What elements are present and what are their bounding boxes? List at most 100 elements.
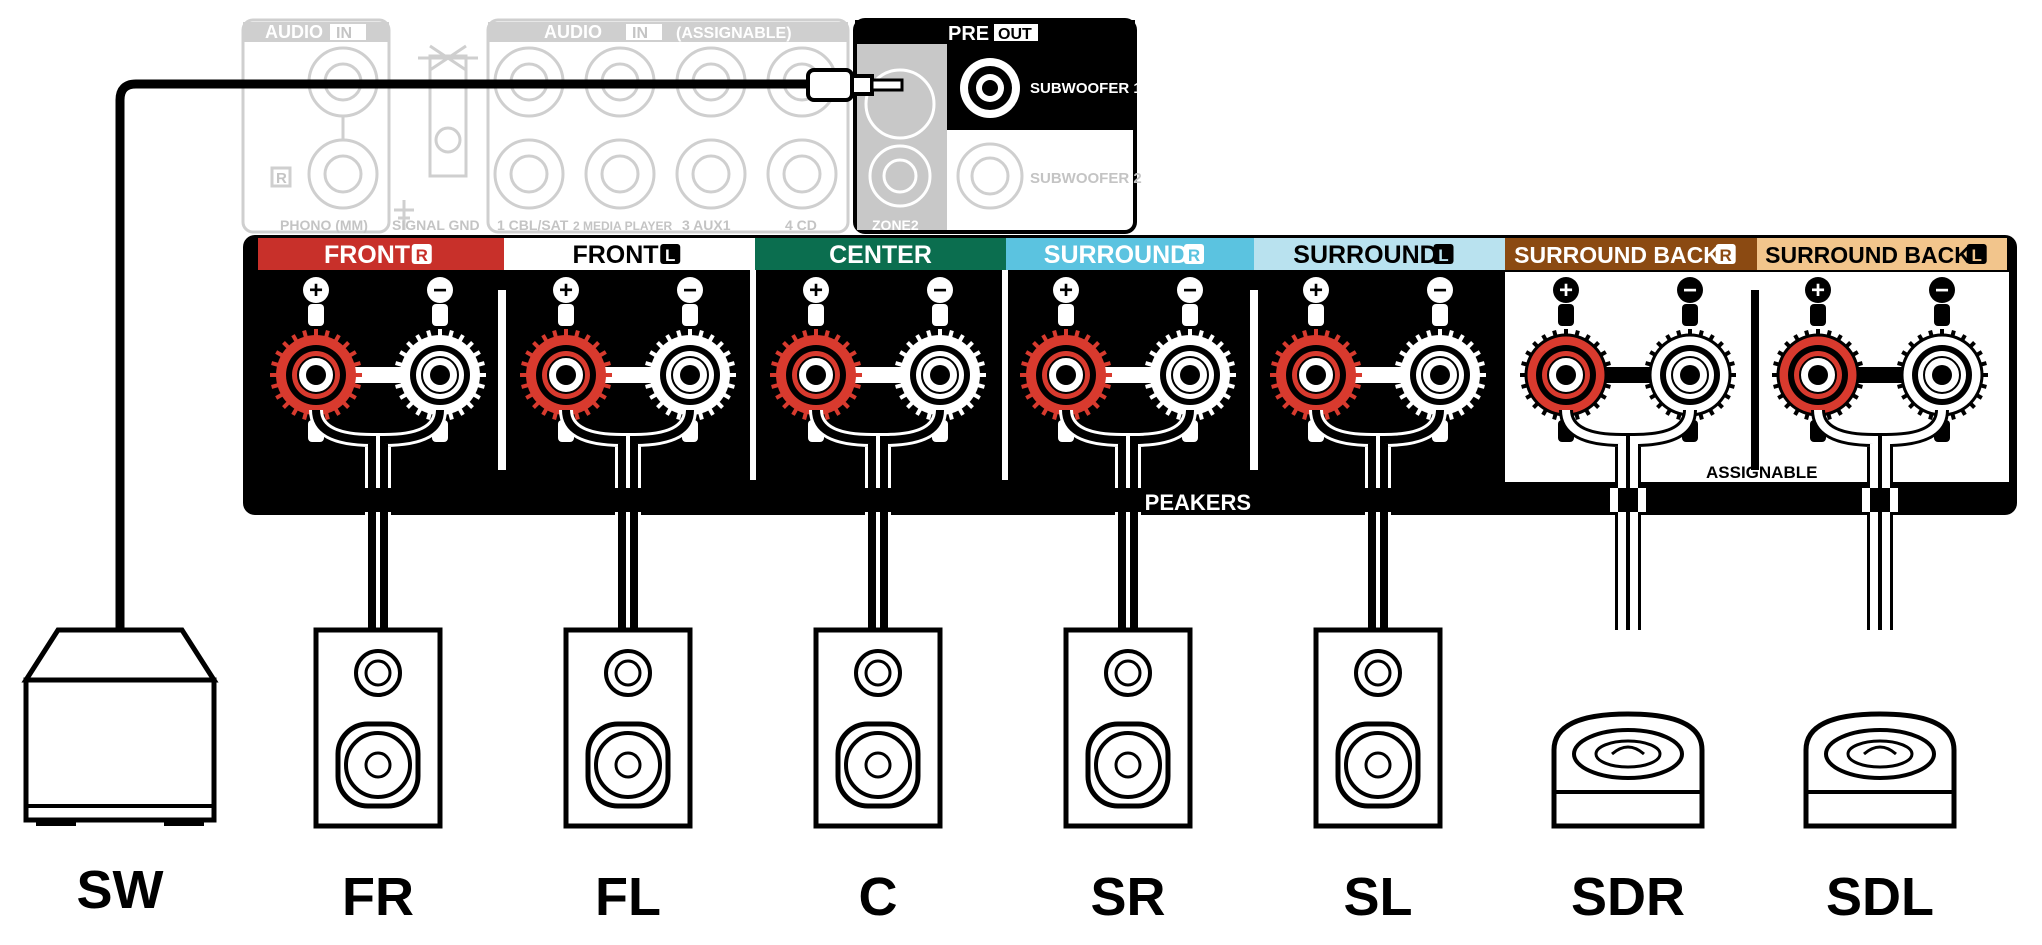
audio-in-panel: AUDIO IN R PHONO (MM) bbox=[241, 18, 391, 234]
subwoofer-icon bbox=[21, 627, 219, 826]
pre-out-panel: PRE OUT ZONE2 SUBWOOFER 1 SUBWOOFER 2 bbox=[853, 18, 1142, 234]
plus-sign: + bbox=[809, 277, 823, 304]
minus-sign: − bbox=[933, 277, 947, 304]
negative-terminal[interactable] bbox=[1394, 329, 1486, 421]
channel-badge: R bbox=[416, 246, 428, 265]
speaker-terminals: +−+−+−+−+−+−+− bbox=[270, 277, 1988, 442]
speaker-wire-6 bbox=[1811, 409, 1949, 630]
channel-badge: L bbox=[1438, 246, 1448, 265]
signal-gnd-label: SIGNAL GND bbox=[392, 217, 480, 233]
plus-sign: + bbox=[1309, 277, 1323, 304]
audio-in-label: AUDIO bbox=[265, 22, 323, 42]
speaker-label-sl: SL bbox=[1343, 867, 1412, 927]
minus-sign: − bbox=[1183, 277, 1197, 304]
phono-label: PHONO (MM) bbox=[280, 217, 368, 233]
negative-terminal[interactable] bbox=[644, 329, 736, 421]
terminal-pair-5: +− bbox=[1520, 277, 1736, 442]
terminal-pair-1: +− bbox=[520, 277, 736, 442]
channel-badge: R bbox=[1188, 246, 1200, 265]
speaker-label-fr: FR bbox=[342, 867, 414, 927]
plus-sign: + bbox=[309, 277, 323, 304]
subwoofer2-label: SUBWOOFER 2 bbox=[1030, 170, 1142, 187]
channel-label: SURROUND BACK bbox=[1765, 242, 1971, 268]
media-player-label: 2 MEDIA PLAYER bbox=[573, 219, 672, 233]
channel-label: FRONT bbox=[572, 241, 658, 269]
channel-label: SURROUND bbox=[1044, 241, 1188, 269]
speaker-wire-1 bbox=[559, 409, 697, 630]
bookshelf-speaker-icon bbox=[1313, 627, 1443, 829]
positive-terminal[interactable] bbox=[770, 329, 862, 421]
channel-header-1: FRONT L bbox=[504, 238, 755, 270]
audio-in-assignable-panel: AUDIO IN (ASSIGNABLE) 1 CBL/SAT 2 MEDIA … bbox=[486, 18, 850, 234]
positive-terminal[interactable] bbox=[1270, 329, 1362, 421]
r-marker: R bbox=[276, 170, 287, 187]
positive-terminal[interactable] bbox=[1520, 329, 1612, 421]
positive-terminal[interactable] bbox=[1020, 329, 1112, 421]
channel-badge: L bbox=[665, 246, 675, 265]
plus-sign: + bbox=[1059, 277, 1073, 304]
minus-sign: − bbox=[433, 277, 447, 304]
positive-terminal[interactable] bbox=[1772, 329, 1864, 421]
channel-header-2: CENTER bbox=[755, 238, 1006, 270]
assignable-note: (ASSIGNABLE) bbox=[676, 25, 792, 42]
channel-badge: R bbox=[1720, 246, 1732, 265]
minus-sign: − bbox=[683, 277, 697, 304]
speaker-label-sdl: SDL bbox=[1826, 867, 1934, 927]
speaker-wire-4 bbox=[1309, 409, 1447, 630]
speaker-label-sdr: SDR bbox=[1571, 867, 1685, 927]
speaker-label-sw: SW bbox=[77, 860, 164, 920]
audio-in-2-label: AUDIO bbox=[544, 22, 602, 42]
aux1-label: 3 AUX1 bbox=[682, 217, 731, 233]
assignable-label: ASSIGNABLE bbox=[1706, 463, 1817, 482]
plus-sign: + bbox=[1559, 277, 1573, 304]
speaker-wire-5 bbox=[1559, 409, 1697, 630]
negative-terminal[interactable] bbox=[1896, 329, 1988, 421]
terminal-pair-6: +− bbox=[1772, 277, 1988, 442]
speaker-icons bbox=[21, 627, 1957, 829]
terminal-pair-4: +− bbox=[1270, 277, 1486, 442]
minus-sign: − bbox=[1683, 277, 1697, 304]
plus-sign: + bbox=[559, 277, 573, 304]
negative-terminal[interactable] bbox=[394, 329, 486, 421]
speaker-wires bbox=[309, 409, 1949, 630]
minus-sign: − bbox=[1433, 277, 1447, 304]
audio-in-2-badge-bg bbox=[626, 24, 662, 40]
bookshelf-speaker-icon bbox=[313, 627, 443, 829]
speaker-label-c: C bbox=[859, 867, 898, 927]
pre-out-label: PRE bbox=[948, 23, 989, 45]
terminal-pair-2: +− bbox=[770, 277, 986, 442]
signal-gnd-terminal: SIGNAL GND bbox=[392, 44, 480, 233]
channel-label: FRONT bbox=[324, 241, 410, 269]
elevation-speaker-icon bbox=[1803, 711, 1957, 829]
audio-in-badge: IN bbox=[336, 25, 352, 42]
channel-label: SURROUND bbox=[1293, 241, 1437, 269]
speaker-wire-3 bbox=[1059, 409, 1197, 630]
audio-in-2-badge: IN bbox=[632, 25, 648, 42]
speaker-wire-2 bbox=[809, 409, 947, 630]
negative-terminal[interactable] bbox=[1144, 329, 1236, 421]
negative-terminal[interactable] bbox=[1644, 329, 1736, 421]
bookshelf-speaker-icon bbox=[563, 627, 693, 829]
speakers-label: SPEAKERS bbox=[1130, 490, 1251, 515]
terminal-pair-0: +− bbox=[270, 277, 486, 442]
minus-sign: − bbox=[1935, 277, 1949, 304]
cbl-sat-label: 1 CBL/SAT bbox=[497, 217, 569, 233]
plus-sign: + bbox=[1811, 277, 1825, 304]
pre-out-badge: OUT bbox=[998, 26, 1032, 43]
positive-terminal[interactable] bbox=[270, 329, 362, 421]
channel-header-0: FRONT R bbox=[258, 238, 504, 270]
positive-terminal[interactable] bbox=[520, 329, 612, 421]
negative-terminal[interactable] bbox=[894, 329, 986, 421]
subwoofer-cable bbox=[115, 68, 904, 630]
speaker-wire-0 bbox=[309, 409, 447, 630]
zone2-label: ZONE2 bbox=[872, 217, 919, 233]
channel-label: CENTER bbox=[829, 241, 932, 269]
channel-label: SURROUND BACK bbox=[1514, 242, 1720, 268]
elevation-speaker-icon bbox=[1551, 711, 1705, 829]
